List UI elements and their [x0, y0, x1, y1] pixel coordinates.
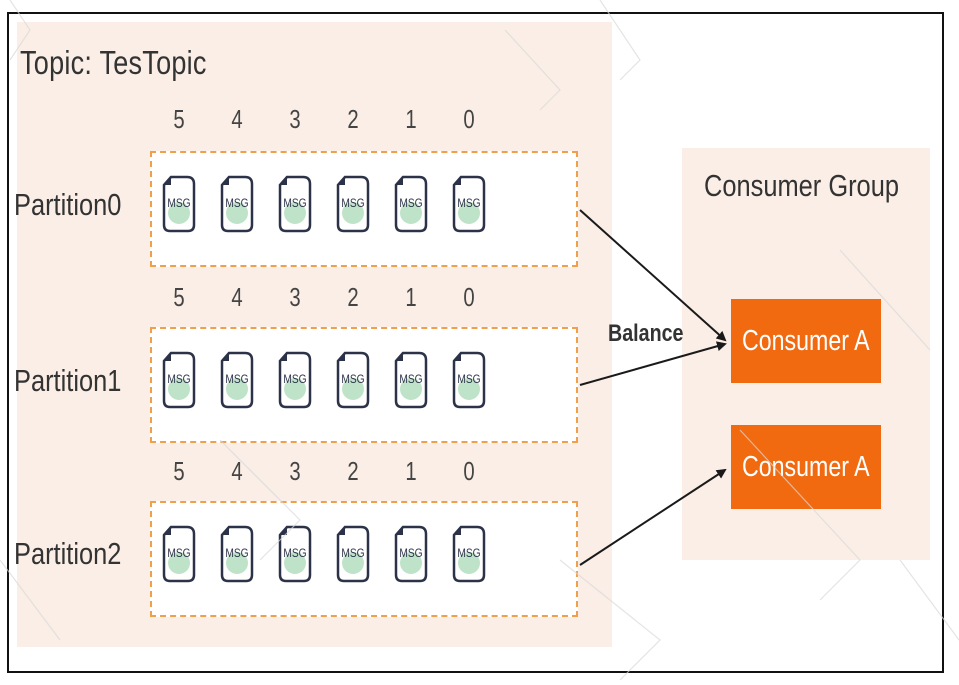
- message-label: MSG: [457, 372, 481, 386]
- message-icon: MSG: [336, 351, 370, 409]
- partition0-label: Partition0: [14, 187, 122, 222]
- message-icon: MSG: [278, 351, 312, 409]
- partition2-to-consumer-arrow: [579, 468, 727, 566]
- consumer-group-title: Consumer Group: [704, 168, 899, 203]
- message-index: 2: [347, 456, 359, 486]
- message-label: MSG: [341, 546, 365, 560]
- message-icon: MSG: [394, 175, 428, 233]
- message-index: 0: [463, 104, 475, 134]
- message-index: 5: [173, 282, 185, 312]
- message-label: MSG: [341, 372, 365, 386]
- balance-label: Balance: [608, 320, 684, 347]
- message-index: 0: [463, 456, 475, 486]
- message-index: 3: [289, 104, 301, 134]
- message-icon: MSG: [336, 525, 370, 583]
- message-index: 1: [405, 456, 417, 486]
- message-index: 4: [231, 282, 243, 312]
- message-icon: MSG: [162, 175, 196, 233]
- partition1-label: Partition1: [14, 363, 122, 398]
- message-label: MSG: [167, 196, 191, 210]
- message-label: MSG: [457, 196, 481, 210]
- message-icon: MSG: [452, 175, 486, 233]
- message-label: MSG: [341, 196, 365, 210]
- message-label: MSG: [399, 196, 423, 210]
- partition0-queue: MSG MSG MSG MSG MSG MSG: [150, 151, 578, 267]
- message-icon: MSG: [336, 175, 370, 233]
- message-index: 1: [405, 104, 417, 134]
- message-index: 5: [173, 104, 185, 134]
- message-icon: MSG: [452, 351, 486, 409]
- message-label: MSG: [167, 546, 191, 560]
- message-icon: MSG: [394, 525, 428, 583]
- message-label: MSG: [457, 546, 481, 560]
- message-label: MSG: [399, 372, 423, 386]
- message-index: 1: [405, 282, 417, 312]
- message-label: MSG: [283, 196, 307, 210]
- message-label: MSG: [225, 196, 249, 210]
- message-index: 5: [173, 456, 185, 486]
- message-icon: MSG: [162, 525, 196, 583]
- message-label: MSG: [225, 372, 249, 386]
- message-index: 2: [347, 104, 359, 134]
- message-label: MSG: [283, 372, 307, 386]
- message-index: 0: [463, 282, 475, 312]
- partition1-queue: MSG MSG MSG MSG MSG MSG: [150, 327, 578, 443]
- message-icon: MSG: [452, 525, 486, 583]
- message-index: 3: [289, 282, 301, 312]
- message-label: MSG: [167, 372, 191, 386]
- partition0-to-consumer-arrow: [579, 209, 727, 342]
- message-icon: MSG: [220, 175, 254, 233]
- message-label: MSG: [399, 546, 423, 560]
- message-icon: MSG: [220, 351, 254, 409]
- topic-title: Topic: TesTopic: [20, 44, 207, 81]
- message-icon: MSG: [162, 351, 196, 409]
- message-index: 2: [347, 282, 359, 312]
- message-icon: MSG: [278, 175, 312, 233]
- message-index: 4: [231, 104, 243, 134]
- message-icon: MSG: [394, 351, 428, 409]
- partition1-to-consumer-arrow: [579, 341, 727, 386]
